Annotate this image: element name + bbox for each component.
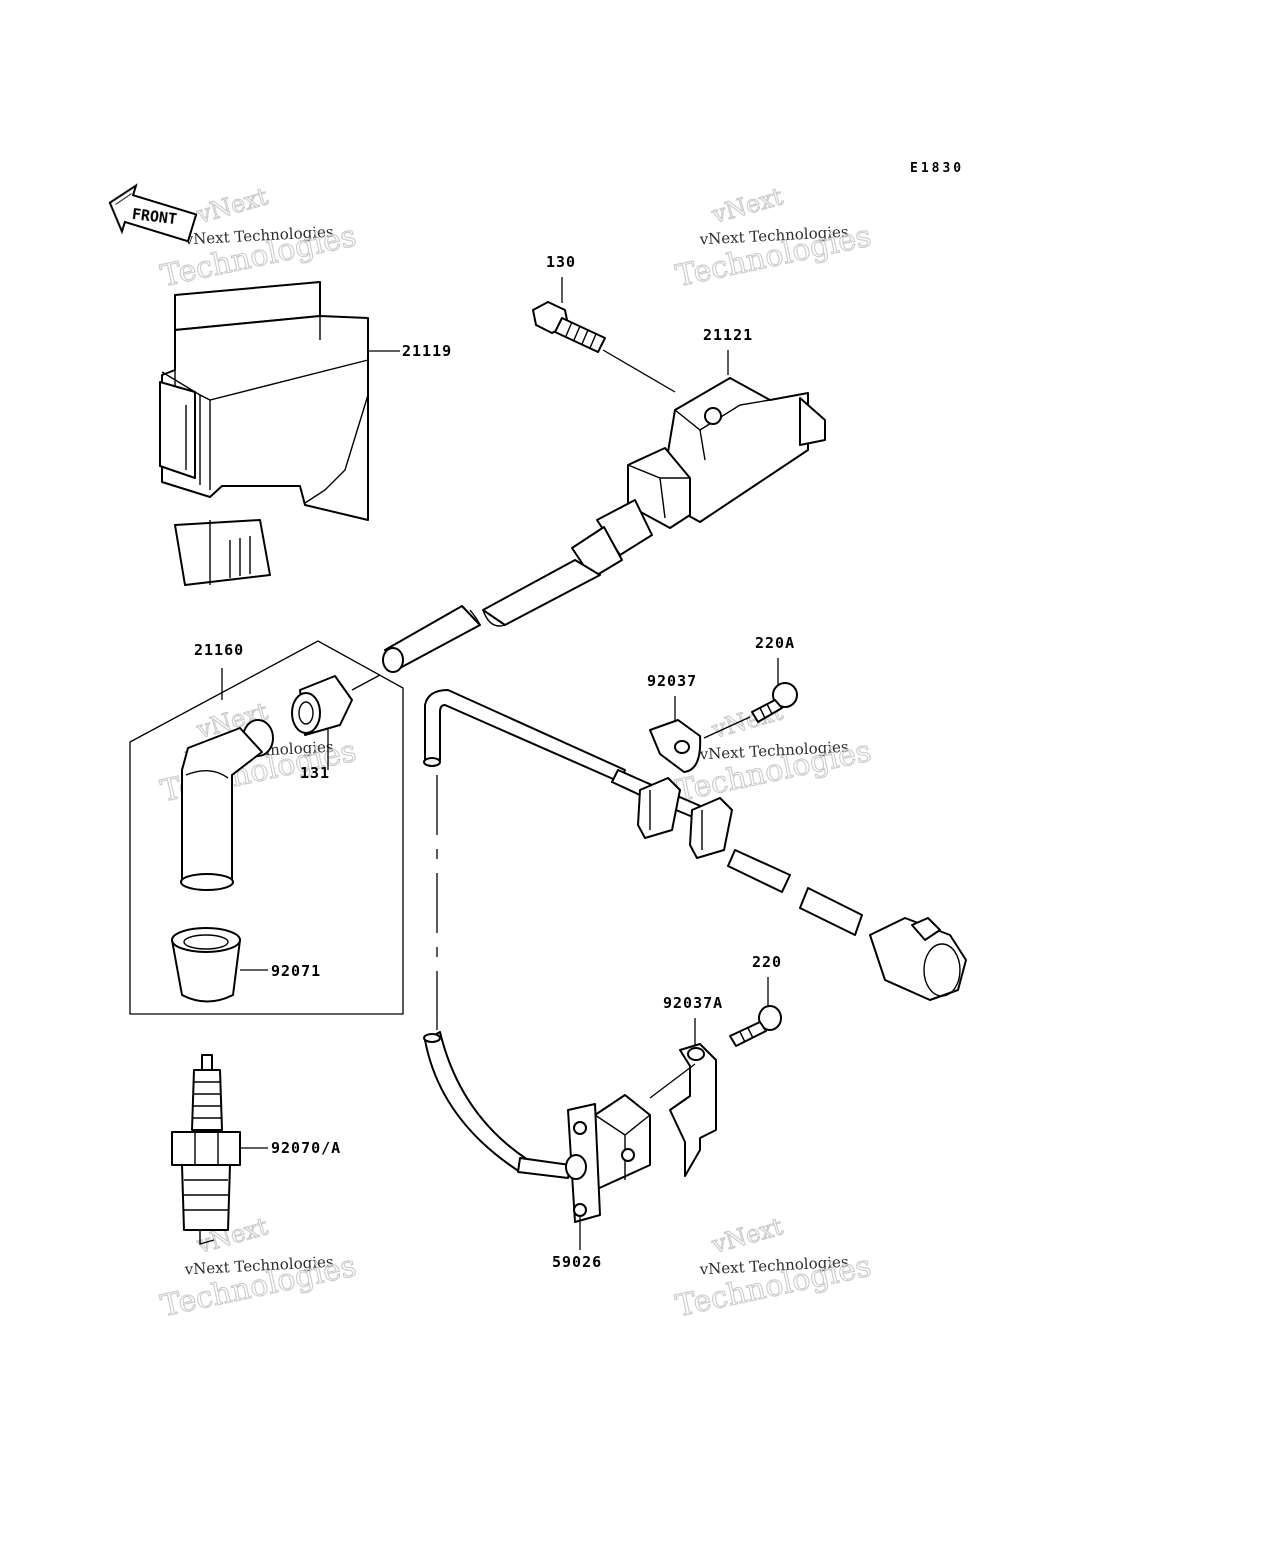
front-label: FRONT <box>131 205 178 228</box>
callout-130: 130 <box>546 253 576 271</box>
leader-130-to-coil <box>602 349 676 393</box>
clamp-92037A <box>669 1043 717 1177</box>
callout-131: 131 <box>300 764 330 782</box>
plug-cap <box>180 719 274 891</box>
bolt-130 <box>532 301 606 353</box>
callout-92071: 92071 <box>271 962 321 980</box>
callout-59026: 59026 <box>552 1253 602 1271</box>
callout-92070A: 92070/A <box>271 1139 341 1157</box>
pickup-harness <box>423 689 967 1179</box>
ignition-cable <box>351 559 601 691</box>
spark-plug-92070A <box>171 1054 241 1245</box>
clamp-92037 <box>649 719 702 773</box>
watermark-2: vNext vNext Technologies Technologies <box>672 182 875 295</box>
leader-220A-to-clamp <box>703 716 751 739</box>
callout-21160: 21160 <box>194 641 244 659</box>
assembly-bracket-21160 <box>129 640 404 1015</box>
watermark-6: vNext vNext Technologies Technologies <box>672 1212 875 1325</box>
callout-92037A: 92037A <box>663 994 723 1012</box>
screw-220A <box>751 682 798 723</box>
front-arrow-icon: FRONT <box>108 183 198 243</box>
svg-text:vNext: vNext <box>193 182 271 229</box>
screw-220 <box>729 1005 782 1047</box>
rubber-seal-92071 <box>171 927 241 1003</box>
diagram-code: E1830 <box>910 161 964 176</box>
callout-92037: 92037 <box>647 672 697 690</box>
callout-21121: 21121 <box>703 326 753 344</box>
callout-220: 220 <box>752 953 782 971</box>
svg-text:vNext: vNext <box>708 182 786 229</box>
pickup-coil-59026 <box>565 1063 696 1223</box>
terminal-131 <box>291 675 353 736</box>
callout-220A: 220A <box>755 634 795 652</box>
svg-text:vNext: vNext <box>708 1212 786 1259</box>
callout-21119: 21119 <box>402 342 452 360</box>
ignition-coil-21121 <box>571 377 826 579</box>
igniter-unit-21119 <box>159 281 369 586</box>
